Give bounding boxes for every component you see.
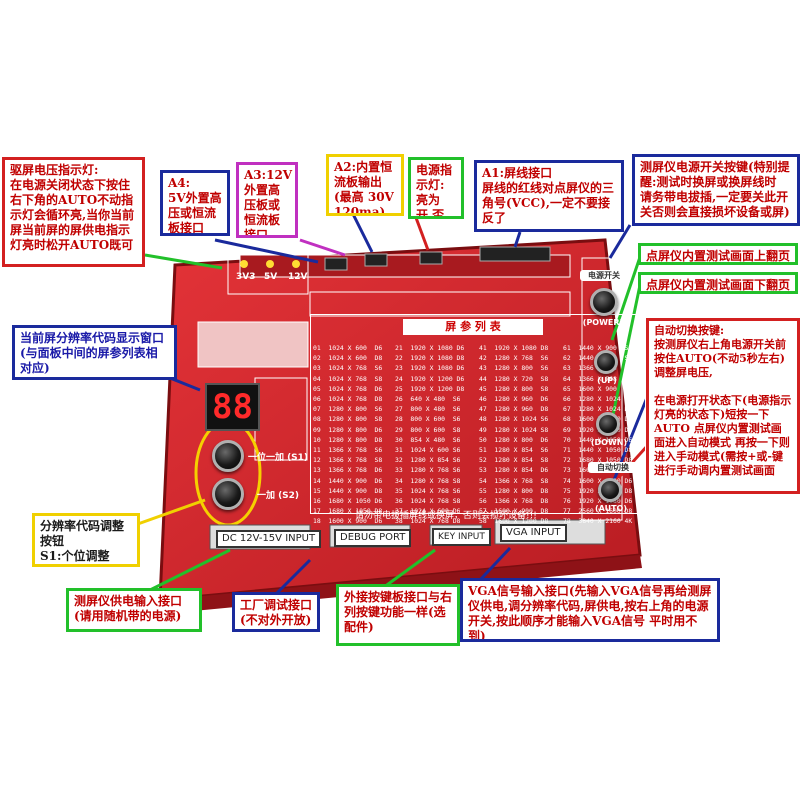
callout-power-input: 测屏仪供电输入接口 (请用随机带的电源) xyxy=(66,588,202,632)
power-button-label: (POWER) xyxy=(582,318,624,327)
callout-power-led: 电源指示灯:亮为开,否则为关 xyxy=(408,157,464,219)
arrow-c16 xyxy=(478,546,512,582)
arrow-c15 xyxy=(379,548,436,592)
table-column-1: 01 1024 X 600 D6 02 1024 X 600 D8 03 102… xyxy=(313,344,383,526)
lcd-panel-placeholder xyxy=(197,321,309,368)
table-column-2: 21 1920 X 1080 D6 22 1920 X 1080 D8 23 1… xyxy=(395,344,465,526)
arrow-c7 xyxy=(608,224,632,259)
power-button[interactable] xyxy=(590,288,618,316)
led-12v xyxy=(292,260,300,268)
callout-s-buttons: 分辨率代码调整按钮 S1:个位调整 S2:十位调整 xyxy=(32,513,140,567)
arrow-c3 xyxy=(299,238,346,257)
voltage-led-panel xyxy=(227,253,309,295)
a3-connector xyxy=(364,253,388,267)
a4-connector xyxy=(324,257,348,271)
callout-power-switch: 测屏仪电源开关按键(特别提醒:测试时换屏或换屏线时 请务带电拔插,一定要关此开关… xyxy=(632,154,800,226)
led-3v3 xyxy=(240,260,248,268)
callout-a4: A4: 5V外置高压或恒流板接口 xyxy=(160,170,230,236)
callout-a2: A2:内置恒流板输出(最高 30V 120ma) xyxy=(326,154,404,216)
dc-input-port[interactable]: DC 12V-15V INPUT xyxy=(216,530,322,548)
up-button-label: (UP) xyxy=(597,376,617,385)
callout-voltage-led: 驱屏电压指示灯: 在电源关闭状态下按住右下角的AUTO不动指示灯会循环亮,当你当… xyxy=(2,157,145,267)
arrow-c2 xyxy=(214,238,319,264)
callout-a3: A3:12V外置高压板或恒流板接口 xyxy=(236,162,298,238)
arrow-c9 xyxy=(610,284,642,421)
annotation-arrows xyxy=(134,211,650,597)
led-5v xyxy=(266,260,274,268)
arrow-c5 xyxy=(413,214,430,251)
auto-button[interactable] xyxy=(598,478,622,502)
s2-button[interactable] xyxy=(212,478,244,510)
callout-a1: A1:屏线接口 屏线的红线对点屏仪的三角号(VCC),一定不要接反了 xyxy=(474,160,624,232)
callout-page-up: 点屏仪内置测试画面上翻页 xyxy=(638,243,798,265)
down-button[interactable] xyxy=(596,412,620,436)
voltage-label-3v3: 3V3 xyxy=(236,272,256,282)
table-title: 屏 参 列 表 xyxy=(403,319,543,335)
arrow-c12 xyxy=(134,498,206,527)
screen-parameter-table: 屏 参 列 表 01 1024 X 600 D6 02 1024 X 600 D… xyxy=(310,314,646,525)
s2-button-label: 一加 (S2) xyxy=(256,491,300,501)
arrow-c4 xyxy=(350,211,374,253)
callout-auto-button: 自动切换按键: 按测屏仪右上角电源开关前按住AUTO(不动5秒左右)调整屏电压,… xyxy=(646,318,800,494)
callout-debug-port: 工厂调试接口 (不对外开放) xyxy=(232,592,320,632)
arrow-c8 xyxy=(610,256,642,341)
auto-button-label: (AUTO) xyxy=(594,504,627,513)
voltage-label-12v: 12V xyxy=(288,272,308,282)
callout-page-down: 点屏仪内置测试画面下翻页 xyxy=(638,272,798,294)
right-button-track xyxy=(581,257,623,521)
a2-connector xyxy=(419,251,443,265)
instructions-area xyxy=(309,291,571,317)
key-input-port[interactable]: KEY INPUT xyxy=(432,528,491,546)
arrow-c14 xyxy=(273,558,312,597)
auto-button-cn-label: 自动切换 xyxy=(588,462,638,473)
warning-text: 请勿带电拔插屏线或换屏，否则会损坏设备!!! xyxy=(355,511,537,521)
callout-vga-input: VGA信号输入接口(先输入VGA信号再给测屏仪供电,调分辨率代码,屏供电,按右上… xyxy=(460,578,720,642)
s1-button-label: 一位一加 (S1) xyxy=(247,453,309,463)
down-button-label: (DOWN) xyxy=(590,438,628,447)
power-button-cn-label: 电源开关 xyxy=(580,270,628,281)
callout-key-input: 外接按键板接口与右列按键功能一样(选配件) xyxy=(336,584,460,646)
s1-button[interactable] xyxy=(212,440,244,472)
a1-connector xyxy=(479,246,551,262)
arrow-c13 xyxy=(149,548,231,592)
arrow-c6 xyxy=(513,231,522,248)
callout-display-window: 当前屏分辨率代码显示窗口 (与面板中间的屏参列表相对应) xyxy=(12,325,177,380)
up-button[interactable] xyxy=(594,350,618,374)
table-column-3: 41 1920 X 1080 D8 42 1280 X 768 S6 43 12… xyxy=(479,344,549,526)
vga-input-port[interactable]: VGA INPUT xyxy=(500,524,567,542)
resolution-code-display: 88 xyxy=(205,383,260,431)
debug-port[interactable]: DEBUG PORT xyxy=(334,529,412,547)
arrow-c1 xyxy=(144,253,223,270)
voltage-label-5v: 5V xyxy=(264,272,278,282)
